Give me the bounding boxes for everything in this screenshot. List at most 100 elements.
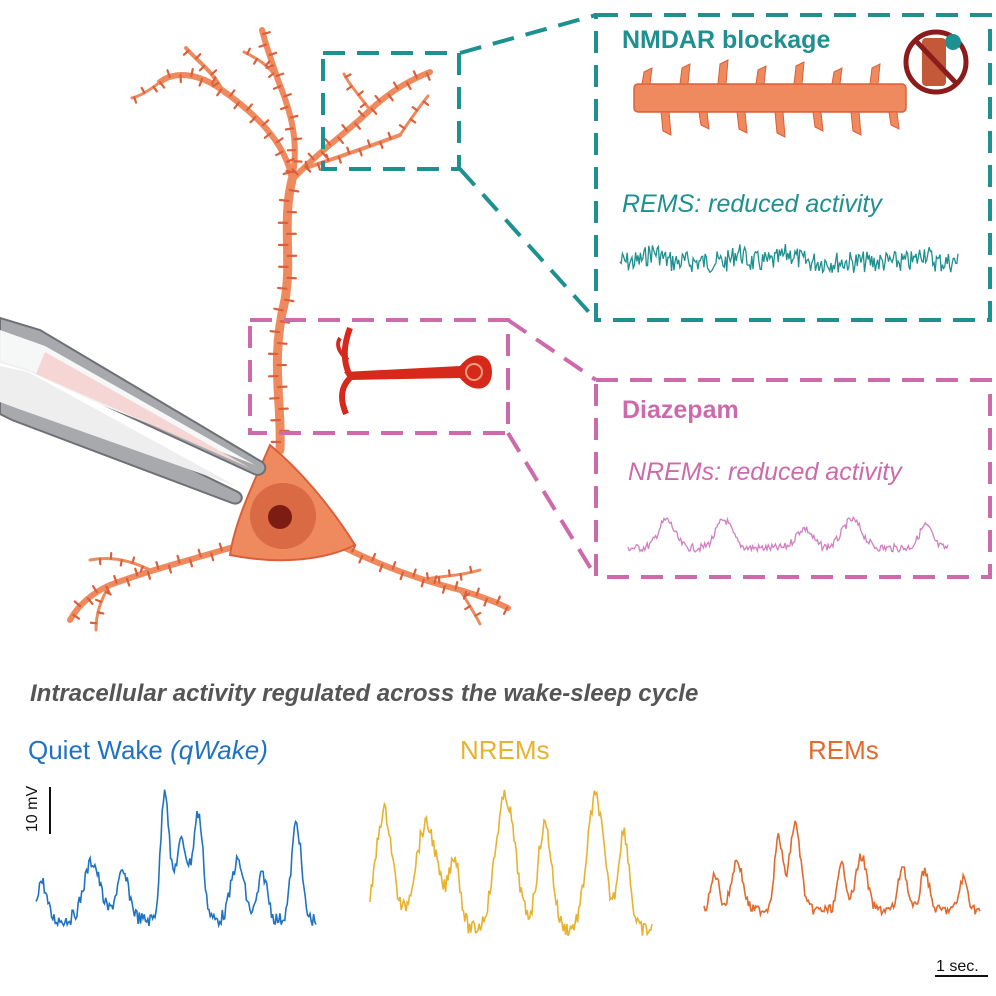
spine (437, 576, 441, 584)
spine (152, 85, 158, 93)
spine (387, 131, 392, 140)
dendrite-zoom-box (321, 51, 461, 171)
spine (261, 119, 270, 127)
rem-trace (703, 820, 981, 918)
spine (409, 118, 417, 124)
zoomed-spine (660, 111, 672, 136)
zoom-connector-top (459, 13, 597, 55)
spine (433, 575, 438, 585)
spine (198, 77, 204, 87)
dendrite-branch (458, 588, 482, 626)
spine (387, 93, 394, 102)
zoomed-spine (641, 67, 653, 85)
spine (197, 548, 202, 558)
spine (464, 605, 472, 611)
spine (358, 554, 364, 564)
spine (275, 137, 284, 144)
inset-neuron-icon (336, 326, 492, 416)
spine (379, 141, 384, 150)
spine (304, 160, 309, 169)
spine (158, 80, 166, 89)
spine (358, 148, 363, 157)
spine (474, 611, 482, 617)
spine (133, 96, 138, 104)
spine (374, 94, 382, 103)
spine (502, 606, 509, 615)
zoomed-spine (717, 59, 729, 85)
spine (252, 57, 259, 65)
spine (139, 565, 144, 573)
spine (188, 558, 194, 568)
spine (288, 188, 300, 193)
spine (284, 127, 294, 131)
spine (483, 597, 488, 607)
zoomed-spine (736, 111, 748, 134)
no-sign-receptor-icon (903, 29, 969, 95)
spine (475, 587, 480, 597)
spine (346, 146, 351, 155)
spine (371, 552, 377, 562)
nmdar-box-title: NMDAR blockage (622, 26, 831, 54)
spine (195, 53, 202, 60)
spine (134, 567, 139, 577)
axon-initial-zoom-box (248, 318, 510, 435)
zoomed-dendrite-shaft (633, 83, 907, 113)
spine (325, 153, 330, 162)
zoomed-spine (774, 111, 786, 138)
zoomed-spine (831, 67, 843, 85)
spine (459, 573, 463, 581)
spine (366, 139, 372, 148)
spine (422, 100, 430, 106)
dendritic-spines (72, 31, 509, 625)
spine (86, 597, 94, 605)
spine (275, 72, 285, 77)
spine (190, 67, 194, 78)
spine (176, 554, 181, 564)
spine (341, 124, 349, 132)
spine (293, 137, 303, 141)
soma-nucleus (268, 505, 292, 529)
spine (463, 592, 471, 598)
zoomed-spine (850, 111, 862, 136)
nmdar-box-subtitle: REMS: reduced activity (622, 190, 882, 218)
spine (441, 584, 446, 594)
spine (411, 106, 419, 112)
nrem-trace (369, 789, 653, 937)
spine (392, 81, 399, 90)
spine (166, 69, 171, 79)
spine (210, 69, 218, 76)
spine (264, 60, 271, 67)
spine (320, 150, 328, 159)
qwake-label: Quiet Wake (qWake) (28, 735, 268, 766)
spine (447, 569, 451, 577)
spine (269, 396, 280, 400)
spine (182, 49, 190, 56)
spine (140, 86, 146, 94)
spine (105, 585, 111, 595)
spine (210, 552, 215, 562)
spine (246, 103, 253, 111)
rem-label: REMs (808, 735, 879, 765)
qwake-label-main: Quiet Wake (28, 735, 171, 765)
spine (211, 81, 220, 88)
dendrite-branch (67, 542, 243, 623)
spine (146, 570, 152, 580)
dendrite-branch (157, 72, 295, 183)
spine (261, 31, 271, 36)
diazepam-box-title: Diazepam (622, 396, 739, 424)
qwake-label-abbrev: (qWake) (170, 735, 268, 765)
spine (337, 155, 342, 164)
spine (216, 88, 223, 97)
spine (125, 577, 131, 587)
spine (406, 81, 412, 90)
spine (346, 85, 353, 91)
zoomed-spine (888, 111, 900, 130)
spine (354, 122, 362, 130)
diazepam-connector-bottom (506, 431, 598, 579)
spine (454, 580, 459, 590)
spine (263, 132, 272, 139)
spine (283, 298, 295, 303)
spine (359, 102, 367, 109)
spine (337, 136, 345, 145)
